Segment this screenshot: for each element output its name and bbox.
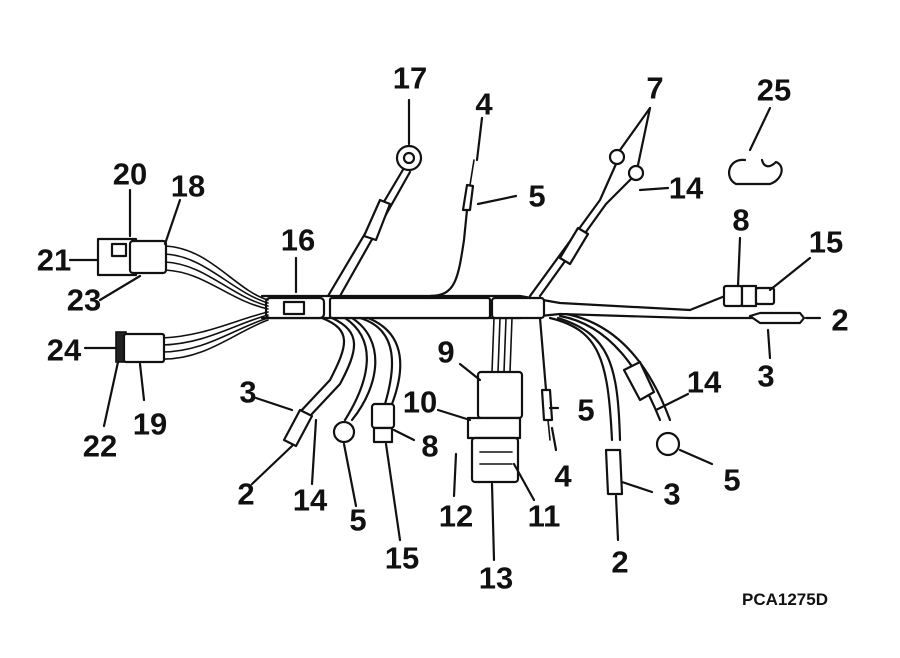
callout-17: 17 [392, 60, 428, 96]
callout-4: 4 [554, 458, 572, 494]
callout-14: 14 [292, 482, 328, 518]
callout-3: 3 [663, 476, 681, 512]
connector-upper-left [96, 237, 269, 310]
branch-ring-7 [528, 148, 645, 298]
callout-24: 24 [46, 332, 82, 368]
callout-18: 18 [170, 168, 206, 204]
callout-7: 7 [646, 70, 664, 106]
callout-15: 15 [808, 224, 844, 260]
callout-8: 8 [421, 428, 439, 464]
callout-14: 14 [668, 170, 704, 206]
callout-22: 22 [82, 428, 118, 464]
callout-10: 10 [402, 384, 438, 420]
callout-25: 25 [756, 72, 792, 108]
branch-lower-left [282, 316, 402, 448]
harness-trunk [260, 294, 692, 320]
callout-5: 5 [528, 178, 546, 214]
callout-5: 5 [723, 462, 741, 498]
callout-15: 15 [384, 540, 420, 576]
clip-25 [728, 158, 783, 186]
callout-19: 19 [132, 406, 168, 442]
branch-right [688, 284, 806, 325]
callout-12: 12 [438, 498, 474, 534]
branch-ring-17 [326, 144, 423, 298]
callout-3: 3 [757, 358, 775, 394]
callout-13: 13 [478, 560, 514, 596]
callout-4: 4 [475, 86, 493, 122]
leader-lines [68, 98, 822, 562]
callout-20: 20 [112, 156, 148, 192]
callout-5: 5 [349, 502, 367, 538]
document-code: PCA1275D [742, 590, 828, 609]
branch-lower-right [548, 312, 681, 496]
callout-2: 2 [237, 476, 255, 512]
callout-9: 9 [437, 334, 455, 370]
callout-3: 3 [239, 374, 257, 410]
branch-pin-mid [538, 316, 554, 441]
connector-lower-left [115, 311, 269, 364]
callout-23: 23 [66, 282, 102, 318]
callout-11: 11 [527, 498, 561, 534]
callout-21: 21 [36, 242, 72, 278]
callout-8: 8 [732, 202, 750, 238]
connector-center [466, 317, 524, 484]
callout-16: 16 [280, 222, 316, 258]
callout-14: 14 [686, 364, 722, 400]
callout-2: 2 [831, 302, 849, 338]
callout-2: 2 [611, 544, 629, 580]
branch-pin-top [428, 159, 475, 298]
callout-5: 5 [577, 392, 595, 428]
